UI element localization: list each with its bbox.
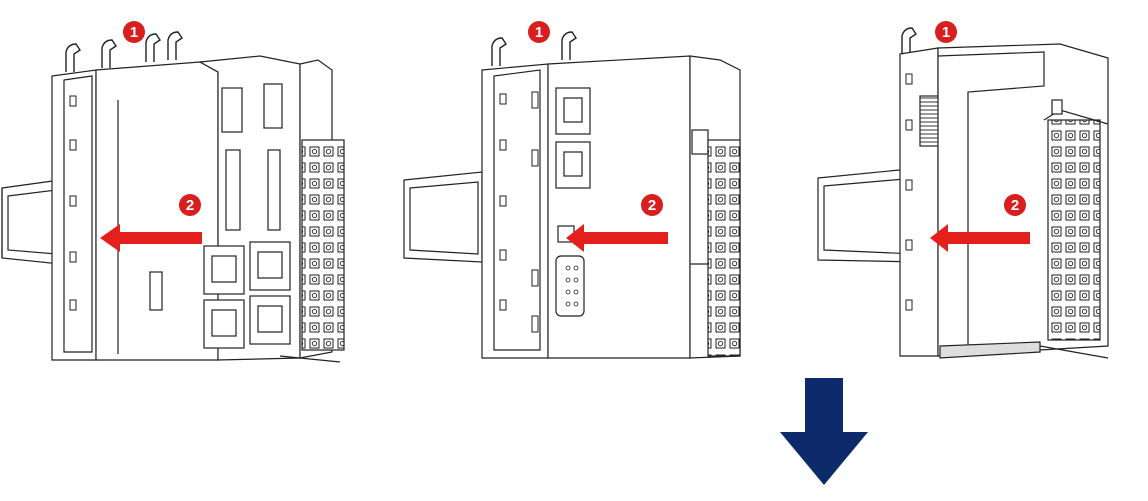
red-arrow-2 bbox=[566, 224, 668, 252]
callout-1: 1 bbox=[935, 21, 957, 43]
figure-io-module bbox=[817, 27, 1109, 359]
figure-coupler-module bbox=[403, 31, 741, 359]
callout-2: 2 bbox=[1004, 194, 1026, 216]
latch-clips bbox=[491, 31, 577, 66]
rj45-ports bbox=[203, 241, 291, 349]
engage-arrows bbox=[100, 224, 1030, 252]
din-rail bbox=[1, 179, 61, 265]
figure-plc-module bbox=[1, 31, 345, 363]
din-rail bbox=[817, 167, 921, 263]
din-rail bbox=[403, 171, 483, 263]
red-arrow-1 bbox=[100, 224, 202, 252]
callout-2: 2 bbox=[179, 194, 201, 216]
callout-1: 1 bbox=[123, 21, 145, 43]
callout-1: 1 bbox=[528, 21, 550, 43]
down-arrow-icon bbox=[780, 378, 868, 485]
red-arrow-3 bbox=[930, 224, 1030, 252]
latch-clips bbox=[901, 27, 917, 54]
latch-clips bbox=[65, 31, 183, 72]
callout-2: 2 bbox=[641, 194, 663, 216]
